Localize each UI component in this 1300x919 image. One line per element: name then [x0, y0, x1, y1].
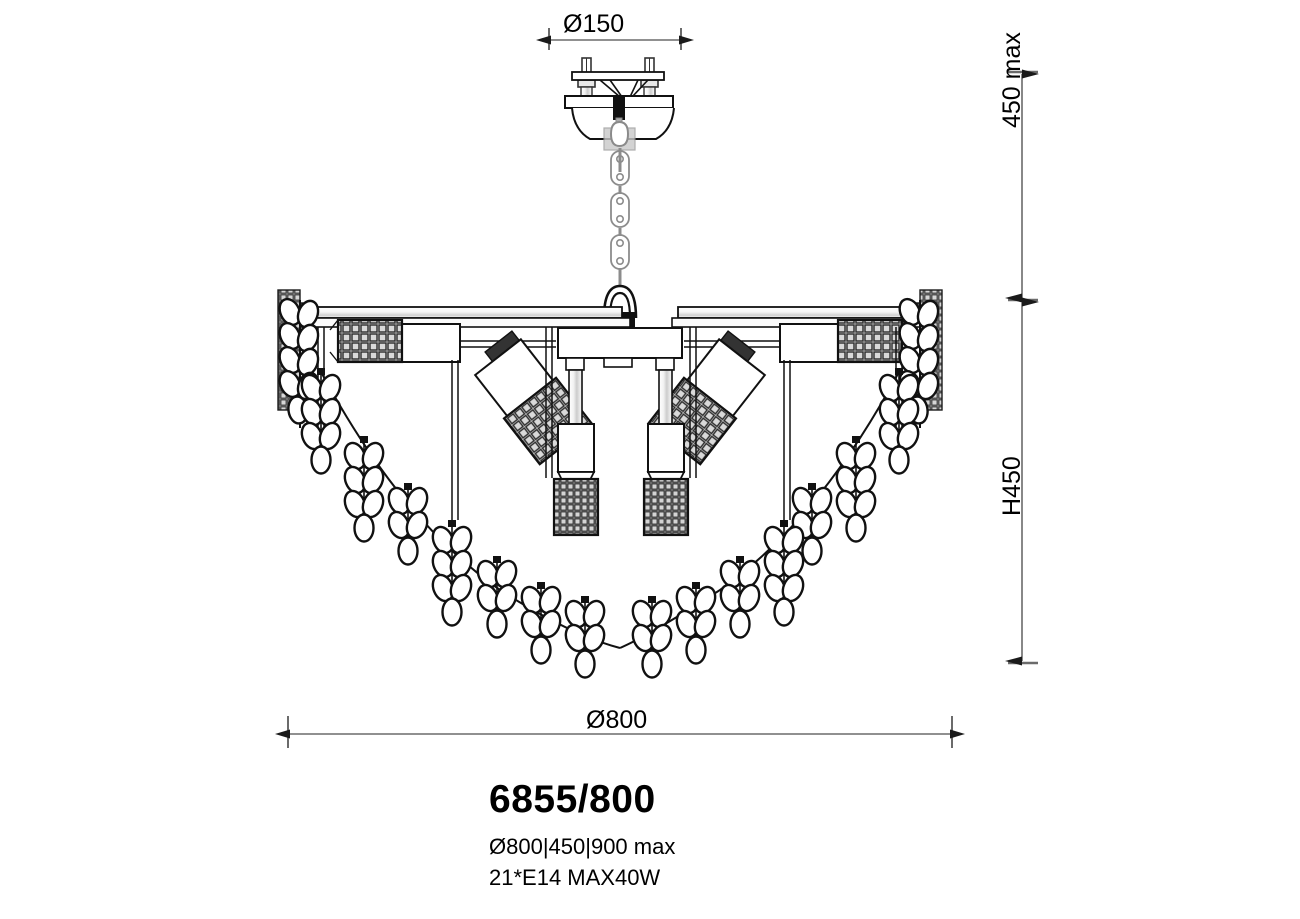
- spec-dimensions: Ø800|450|900 max: [489, 833, 676, 859]
- spec-lamps: 21*E14 MAX40W: [489, 864, 661, 890]
- dimension-top-diameter: [536, 28, 694, 50]
- ceiling-mount-assembly: [564, 57, 675, 151]
- lamp-horizontal-left: [329, 318, 556, 364]
- mounting-screw-left: [577, 57, 596, 102]
- dimension-label-lower-height: H450: [998, 456, 1026, 516]
- crystal-cluster-right: [896, 289, 943, 428]
- dimension-label-bottom-diameter: Ø800: [586, 706, 648, 734]
- dimension-lower-height: [1005, 297, 1039, 666]
- caption-block: 6855/800 Ø800|450|900 max 21*E14 MAX40W: [489, 778, 1189, 893]
- lamp-horizontal-right: [684, 318, 911, 364]
- canopy-loop: [603, 120, 636, 151]
- dimension-bottom-diameter: [275, 716, 965, 748]
- lamp-down-right: [642, 357, 690, 537]
- dimension-label-top-diameter: Ø150: [563, 10, 625, 38]
- crystal-shade: [336, 318, 404, 364]
- crystal-shade: [642, 477, 690, 537]
- suspension-chain: [610, 148, 630, 286]
- dimension-label-upper-height: 450 max: [998, 32, 1026, 128]
- crystal-shade: [552, 477, 600, 537]
- central-hub: [557, 327, 683, 368]
- lamp-body: [647, 423, 685, 473]
- lamp-body: [401, 323, 461, 363]
- hub-bottom-boss: [603, 357, 633, 368]
- crystal-cluster-left: [276, 289, 322, 428]
- model-number: 6855/800: [489, 778, 656, 821]
- mounting-bracket-bar: [571, 71, 665, 81]
- crystal-shade: [836, 318, 904, 364]
- lamp-body: [779, 323, 839, 363]
- canopy-center-post: [613, 95, 625, 120]
- lamp-down-left: [552, 357, 600, 537]
